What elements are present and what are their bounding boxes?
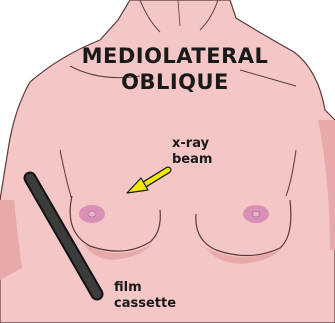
film-cassette-label-line-1: film	[114, 280, 142, 295]
title-line-1: MEDIOLATERAL	[40, 44, 310, 68]
title-line-2: OBLIQUE	[40, 70, 310, 94]
nipple-right	[252, 211, 260, 217]
xray-beam-label-line-1: x-ray	[172, 136, 209, 151]
film-cassette-label-line-2: cassette	[114, 296, 176, 311]
xray-beam-label-line-2: beam	[172, 152, 212, 167]
nipple-left	[88, 211, 96, 217]
